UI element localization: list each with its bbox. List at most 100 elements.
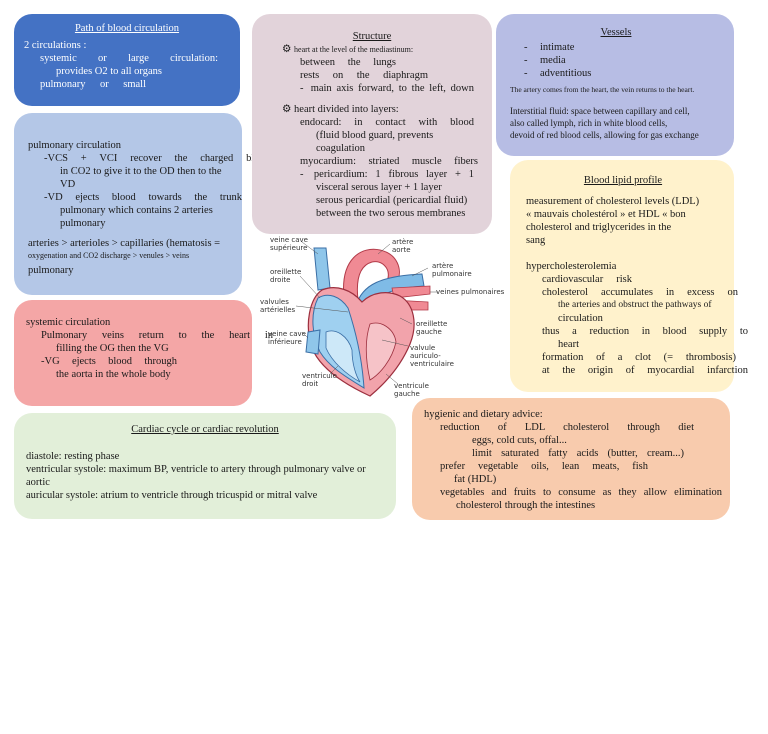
lipid-line: cardiovascular risk: [542, 274, 632, 285]
systemic-line: Pulmonary veins return to the heart in: [41, 330, 273, 341]
vessels-line: devoid of red blood cells, allowing for …: [510, 130, 699, 140]
path-line: provides O2 to all organs: [56, 66, 162, 77]
label-pulmonary-veins: veines pulmonaires: [436, 288, 505, 296]
pulmonary-line: arteries > arterioles > capillaries (hem…: [28, 238, 221, 249]
systemic-card: systemic circulation Pulmonary veins ret…: [14, 300, 273, 406]
structure-line: pericardium: 1 fibrous layer + 1: [313, 169, 474, 180]
pulmonary-line: pulmonary: [60, 218, 106, 229]
structure-line: serous pericardial (pericardial fluid): [316, 195, 468, 206]
structure-line: visceral serous layer + 1 layer: [316, 182, 442, 193]
lipid-line: sang: [526, 235, 546, 246]
structure-line: coagulation: [316, 143, 365, 154]
lipid-line: cholesterol accumulates in excess on: [542, 287, 738, 298]
vessels-line: also called lymph, rich in white blood c…: [510, 118, 668, 128]
structure-card: Structure ⚙ heart at the level of the me…: [252, 14, 492, 234]
lipid-card: Blood lipid profile measurement of chole…: [510, 160, 748, 392]
lipid-line: heart: [558, 339, 579, 350]
pulmonary-line: oxygenation and CO2 discharge > venules …: [28, 251, 190, 260]
advice-line: limit saturated fatty acids (butter, cre…: [472, 448, 684, 459]
vessels-card: Vessels -intimate -media -adventitious T…: [496, 14, 734, 156]
heart-illustration: [295, 241, 438, 397]
systemic-line: filling the OG then the VG: [56, 343, 169, 354]
structure-line: endocard: in contact with blood: [300, 117, 474, 128]
path-line: 2 circulations :: [24, 40, 87, 51]
path-card: Path of blood circulation 2 circulations…: [14, 14, 240, 106]
systemic-line: -VG ejects blood through: [41, 356, 177, 367]
advice-line: hygienic and dietary advice:: [424, 409, 543, 420]
pulmonary-line: -VD ejects blood towards the trunk: [44, 192, 242, 203]
structure-title: Structure: [352, 31, 392, 42]
vessels-list-item: -adventitious: [524, 68, 592, 79]
structure-line: myocardium: striated muscle fibers: [300, 156, 478, 167]
vessels-line: Interstitial fluid: space between capill…: [510, 106, 690, 116]
structure-dash-row: - pericardium: 1 fibrous layer + 1: [300, 168, 474, 181]
pulmonary-line: pulmonary: [28, 265, 74, 276]
gear-bullet-icon: ⚙: [282, 44, 292, 55]
pulmonary-line: VD: [60, 179, 76, 190]
cycle-title: Cardiac cycle or cardiac revolution: [131, 424, 279, 435]
lipid-line: circulation: [558, 313, 603, 324]
cardiac-cycle-card: Cardiac cycle or cardiac revolution dias…: [14, 413, 396, 519]
left-ventricle-cavity: [365, 322, 397, 381]
pulmonary-line: in CO2 to give it to the OD then to the: [60, 166, 222, 177]
lipid-line: measurement of cholesterol levels (LDL): [526, 196, 700, 207]
pulmonary-line: pulmonary which contains 2 arteries: [60, 205, 213, 216]
cycle-line: diastole: resting phase: [26, 451, 120, 462]
path-line: pulmonary or small: [40, 79, 146, 90]
vessels-title: Vessels: [600, 27, 632, 38]
path-title: Path of blood circulation: [74, 23, 180, 34]
vessels-note: The artery comes from the heart, the vei…: [510, 85, 695, 94]
advice-line: vegetables and fruits to consume as they…: [440, 487, 722, 498]
advice-line: cholesterol through the intestines: [456, 500, 596, 511]
pulmonary-line: -VCS + VCI recover the charged blood: [44, 153, 270, 164]
advice-line: fat (HDL): [454, 474, 497, 485]
structure-line: heart at the level of the mediastinum:: [294, 45, 414, 54]
structure-line: (fluid blood guard, prevents: [316, 130, 434, 141]
vessels-list-item: -media: [524, 55, 566, 66]
lipid-line: formation of a clot (= thrombosis): [542, 352, 736, 363]
cycle-line: ventricular systole: maximum BP, ventric…: [26, 464, 366, 475]
structure-line: between the lungs: [300, 57, 396, 68]
lipid-title: Blood lipid profile: [583, 175, 663, 186]
structure-bullet-row: ⚙ heart divided into layers:: [282, 103, 474, 116]
pulmonary-card: pulmonary circulation -VCS + VCI recover…: [14, 113, 270, 295]
vessels-item-label: adventitious: [540, 68, 592, 79]
advice-line: eggs, cold cuts, offal...: [472, 435, 567, 446]
vessels-list-item: -intimate: [524, 42, 575, 53]
advice-line: prefer vegetable oils, lean meats, fish: [440, 461, 648, 472]
advice-card: hygienic and dietary advice: reduction o…: [412, 398, 730, 520]
structure-line: between the two serous membranes: [316, 208, 466, 219]
systemic-heading: systemic circulation: [26, 317, 111, 328]
lipid-line: thus a reduction in blood supply to: [542, 326, 748, 337]
advice-line: reduction of LDL cholesterol through die…: [440, 422, 694, 433]
structure-dash-row: - main axis forward, to the left, down: [300, 82, 474, 95]
lipid-line: hypercholesterolemia: [526, 261, 617, 272]
structure-line: rests on the diaphragm: [300, 70, 428, 81]
lipid-line: cholesterol and triglycerides in the: [526, 222, 672, 233]
dash-bullet-icon: -: [300, 169, 304, 180]
superior-vena-cava: [313, 247, 331, 291]
systemic-line: the aorta in the whole body: [56, 369, 171, 380]
cycle-line: aortic: [26, 477, 50, 488]
lipid-line: the arteries and obstruct the pathways o…: [558, 300, 712, 310]
gear-bullet-icon: ⚙: [282, 104, 292, 115]
inferior-vena-cava: [305, 329, 321, 355]
right-ventricle-cavity: [325, 330, 361, 383]
structure-line: heart divided into layers:: [294, 104, 399, 115]
lipid-line: at the origin of myocardial infarction: [542, 365, 748, 376]
cycle-line: auricular systole: atrium to ventricle t…: [26, 490, 318, 501]
vessels-item-label: intimate: [540, 42, 575, 53]
dash-bullet-icon: -: [300, 83, 304, 94]
lipid-line: « mauvais cholestérol » et HDL « bon: [526, 209, 686, 220]
